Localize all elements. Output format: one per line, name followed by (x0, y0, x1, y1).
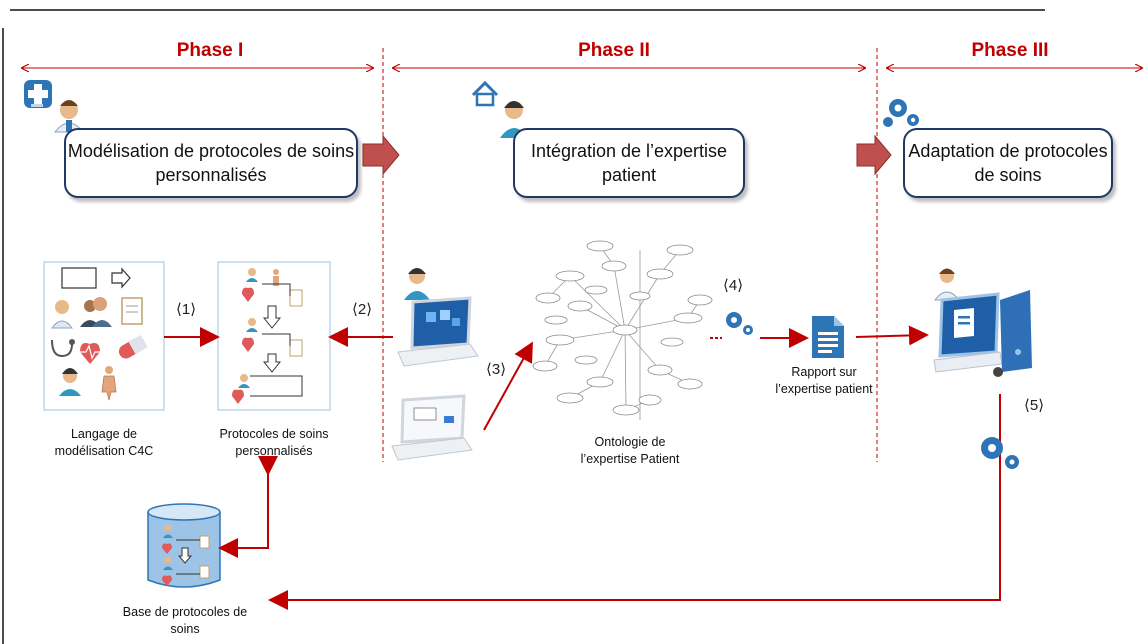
protocol-base-label: Base de protocoles de soins (122, 605, 248, 636)
desktop-computer-icon (933, 290, 1032, 377)
laptop-icon (397, 296, 479, 367)
protocol-row-3 (232, 374, 303, 404)
protocols-database-link (218, 456, 278, 558)
phase-3-box-text: Adaptation de protocoles de soins (908, 141, 1108, 185)
phase-1-box-text: Modélisation de protocoles de soins pers… (67, 141, 355, 185)
gears-large-icon (981, 437, 1019, 469)
c4c-language-panel (43, 261, 165, 411)
patient-user-icon (404, 268, 430, 300)
document-icon (812, 316, 844, 358)
phase-3-box: Adaptation de protocoles de soins (903, 128, 1113, 198)
phase-transition-arrow-1 (362, 134, 400, 176)
home-icon (471, 80, 499, 107)
laptop-icon-2 (391, 394, 473, 461)
phase-1-title: Phase I (176, 40, 244, 61)
step-4: ⟨4⟩ (723, 277, 744, 294)
doctor-small-icon (933, 268, 961, 301)
phase-2-title: Phase II (578, 40, 650, 61)
c4c-language-label: Langage de modélisation C4C (54, 427, 154, 458)
arrow-5 (268, 394, 1001, 610)
protocol-row-1 (242, 268, 303, 307)
protocols-panel (217, 261, 331, 411)
gears-icon (883, 99, 919, 127)
personalized-protocols-label: Protocoles de soins personnalisés (219, 427, 329, 458)
gears-small-icon (726, 312, 753, 335)
phase-2-box: Intégration de l’expertise patient (513, 128, 745, 198)
ontology-network (532, 240, 713, 420)
arrow-report-to-computer (855, 325, 929, 346)
phase-2-box-text: Intégration de l’expertise patient (530, 141, 728, 185)
medical-cross-icon (24, 80, 52, 108)
report-label: Rapport sur l’expertise patient (775, 365, 873, 396)
database-icon (147, 503, 221, 588)
step-1: ⟨1⟩ (176, 301, 197, 318)
ontology-label: Ontologie de l’expertise Patient (580, 435, 680, 466)
step-5: ⟨5⟩ (1024, 397, 1045, 414)
phase-3-title: Phase III (971, 40, 1049, 61)
step-2: ⟨2⟩ (352, 301, 373, 318)
phase-transition-arrow-2 (856, 134, 892, 176)
phase-1-box: Modélisation de protocoles de soins pers… (64, 128, 358, 198)
protocol-row-2 (242, 318, 303, 357)
step-3: ⟨3⟩ (486, 361, 507, 378)
arrow-3 (483, 341, 533, 431)
